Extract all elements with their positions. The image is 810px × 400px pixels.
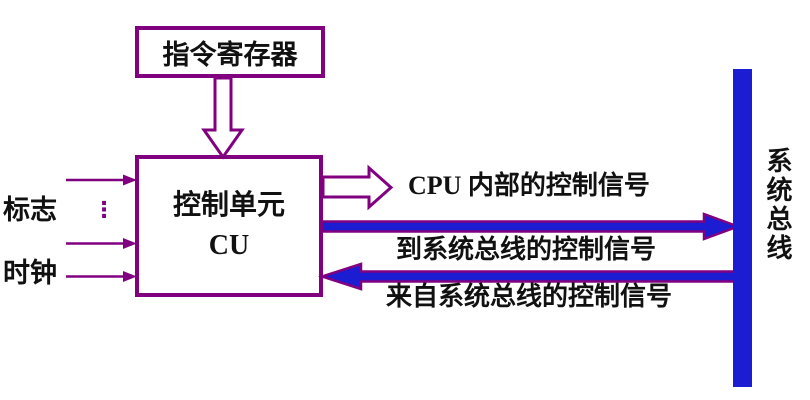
- to-system-bus-signal-label: 到系统总线的控制信号: [396, 235, 657, 264]
- flag-input-arrow-1: [66, 174, 137, 186]
- control-unit-abbr: CU: [208, 230, 250, 261]
- instruction-register-label: 指令寄存器: [162, 39, 298, 70]
- control-unit-box: 控制单元 CU: [135, 155, 323, 297]
- flag-input-arrow-2: [66, 238, 137, 249]
- instruction-register-box: 指令寄存器: [135, 26, 325, 78]
- from-system-bus-arrow: [317, 262, 738, 291]
- to-system-bus-arrow: [320, 212, 742, 241]
- arrow-head: [123, 238, 137, 249]
- cpu-internal-signal-label: CPU 内部的控制信号: [408, 171, 650, 200]
- arrow-head: [123, 174, 137, 186]
- ellipsis-icon: ⋮: [93, 198, 115, 223]
- system-bus-label: 系统总线: [763, 147, 792, 263]
- clock-input-arrow: [66, 271, 137, 282]
- clock-label: 时钟: [3, 258, 57, 288]
- arrow-head: [123, 271, 137, 282]
- instruction-to-cu-arrow: [201, 76, 245, 160]
- cpu-internal-arrow: [321, 164, 394, 211]
- from-system-bus-signal-label: 来自系统总线的控制信号: [386, 282, 673, 311]
- control-unit-title: 控制单元: [172, 190, 285, 221]
- system-bus-bar: [733, 69, 752, 387]
- flags-label: 标志: [3, 195, 57, 225]
